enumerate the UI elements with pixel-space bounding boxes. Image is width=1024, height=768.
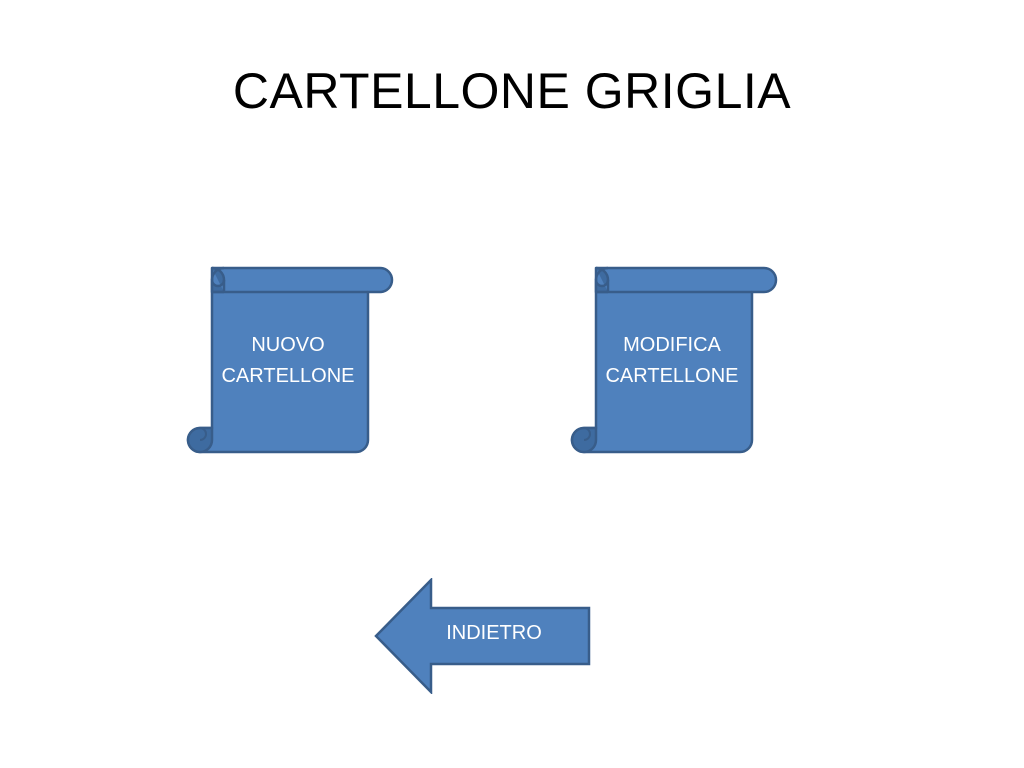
scroll-shape-icon [186, 266, 394, 454]
nuovo-cartellone-button[interactable]: NUOVO CARTELLONE [186, 254, 396, 456]
label-line-1: NUOVO [251, 334, 325, 356]
page-title: CARTELLONE GRIGLIA [232, 63, 792, 119]
label-line-2: CARTELLONE [605, 365, 739, 387]
label-line-1: MODIFICA [623, 334, 721, 356]
scroll-shape-icon [570, 266, 778, 454]
label-line-2: CARTELLONE [221, 365, 355, 387]
nuovo-cartellone-label: NUOVO CARTELLONE [210, 330, 366, 392]
left-arrow-icon [374, 578, 591, 694]
indietro-button[interactable]: INDIETRO [374, 578, 592, 694]
modifica-cartellone-button[interactable]: MODIFICA CARTELLONE [570, 254, 780, 456]
indietro-label: INDIETRO [446, 622, 542, 644]
modifica-cartellone-label: MODIFICA CARTELLONE [594, 330, 750, 392]
